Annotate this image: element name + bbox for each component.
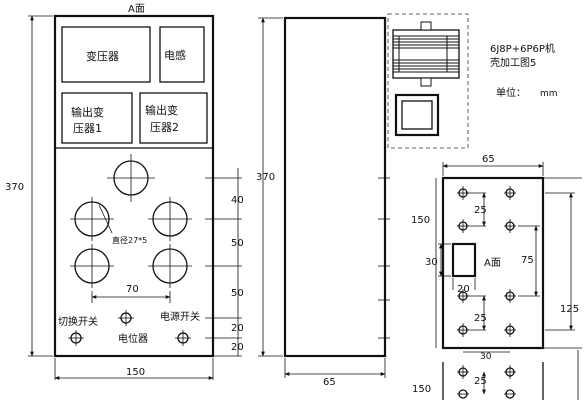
dim-rear-125: 125 [560,304,579,315]
diameter-note: 直径27*5 [112,235,147,245]
dim-right-2: 50 [231,238,244,249]
power-switch-hole [175,330,191,346]
dim-rear-20: 20 [457,284,470,295]
title-line2: 壳加工图5 [490,56,536,69]
switch-hole [68,330,84,346]
unit-value: mm [540,89,558,99]
power-switch-label: 电源开关 [160,310,200,323]
unit-label: 单位： [496,86,526,99]
dim-rear-25-bottom: 25 [474,313,487,324]
dim-left-width: 150 [126,367,145,378]
potentiometer-hole [118,310,134,326]
dim-right-5: 20 [231,342,244,353]
dim-side-height: 370 [256,172,275,183]
mounting-hole [504,323,516,337]
side-panel-outline [283,16,387,358]
dim-rear-150-bottom: 150 [412,384,431,395]
output-transformer-1-box [61,92,133,144]
mounting-hole [504,219,516,233]
tube-hole [70,244,114,288]
dim-rear-30-bottom: 30 [480,352,492,362]
rear-face-label: A面 [484,258,501,269]
inductor-box [159,26,205,83]
rear-panel-outline [441,176,545,350]
dim-side-width: 65 [323,377,336,388]
dim-rear-25-lower: 25 [474,376,487,387]
tube-hole [107,154,155,202]
right-panel: 65 A面 25 150 30 20 [411,154,582,400]
tube-hole [148,197,192,241]
hatch-band [393,35,459,73]
component-detail [387,13,469,149]
dim-rear-25-top: 25 [474,205,487,216]
dim-right-1: 40 [231,195,244,206]
tube-hole [148,244,192,288]
mounting-hole [457,365,469,379]
left-panel-outline [53,14,215,358]
output-transformer-1-line2: 压器1 [73,122,102,135]
output-transformer-2-box [139,92,208,144]
socket-cutout [451,242,477,278]
tube-hole [70,197,114,241]
transformer-box [61,26,151,83]
middle-panel: 370 65 [256,16,390,388]
left-face-label: A面 [128,4,145,15]
component-dashed-outline [387,13,469,149]
mounting-hole [457,389,469,399]
switch-label: 切换开关 [58,315,98,328]
dim-right-3: 50 [231,288,244,299]
dim-hole-spacing: 70 [126,284,139,295]
dim-rear-150: 150 [411,215,430,226]
diameter-leader [98,204,113,234]
mounting-hole [504,289,516,303]
dim-rear-30: 30 [425,257,438,268]
inductor-side-view [394,93,440,137]
mounting-hole [504,365,516,379]
potentiometer-label: 电位器 [118,332,148,345]
output-transformer-1-line1: 输出变 [71,105,104,119]
transformer-label: 变压器 [86,49,119,63]
output-transformer-2-line2: 压器2 [150,121,179,134]
output-transformer-2-line1: 输出变 [145,103,178,117]
dim-left-height: 370 [5,182,24,193]
title-line1: 6J8P+6P6P机 [490,42,555,55]
dim-rear-75: 75 [521,255,534,266]
dim-rear-width: 65 [482,154,495,165]
mounting-hole [504,389,516,399]
left-panel: A面 变压器 电感 输出变 压器1 输出变 压器2 [5,4,244,380]
inductor-label: 电感 [164,49,186,62]
mounting-hole [504,186,516,200]
dim-right-4: 20 [231,323,244,334]
title-block: 6J8P+6P6P机 壳加工图5 单位： mm [490,42,558,99]
